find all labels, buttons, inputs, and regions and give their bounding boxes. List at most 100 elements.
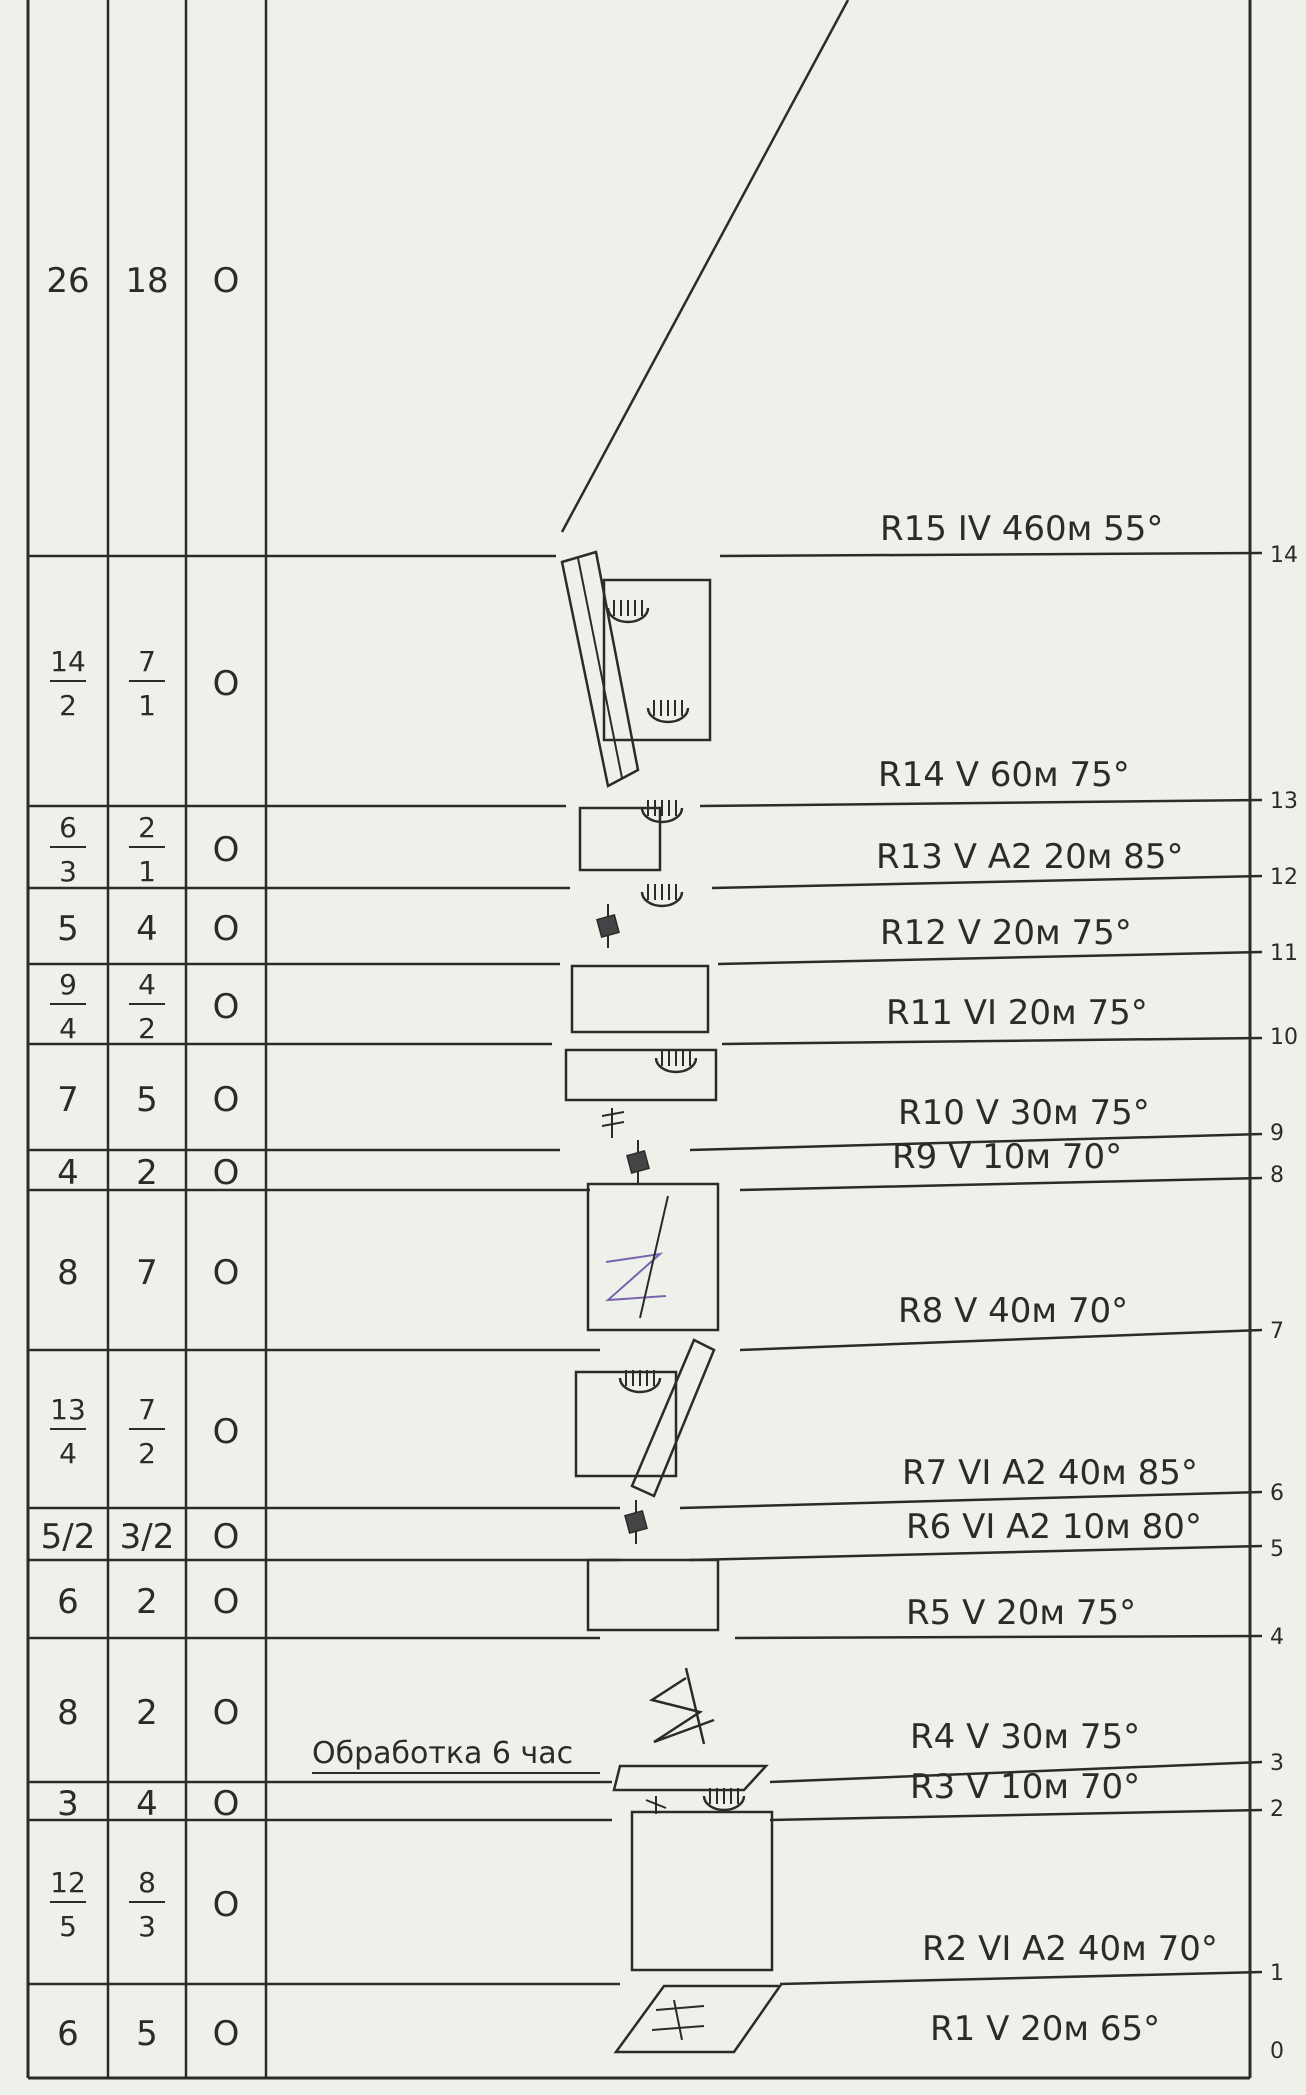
layer-label: R2 VI A2 40м 70°: [922, 1929, 1218, 1969]
table-cell: 8: [57, 1253, 79, 1293]
table-cell: 5: [136, 1080, 158, 1120]
r3-bowl: [702, 1795, 746, 1812]
r15-box: [602, 578, 712, 742]
r1-tick: [651, 2025, 705, 2031]
layer-label: R13 V A2 20м 85°: [876, 837, 1183, 877]
table-cell: 2: [136, 1582, 158, 1622]
boundary-number: 1: [1270, 1961, 1284, 1986]
table-cell: O: [213, 1784, 240, 1824]
cell-numerator: 7: [138, 645, 156, 678]
boundary-number: 3: [1270, 1751, 1284, 1776]
table-cell: 5: [136, 2014, 158, 2054]
cell-numerator: 12: [50, 1866, 86, 1899]
row-boundary-right: [679, 1490, 1263, 1510]
layer-label: R15 IV 460м 55°: [880, 509, 1163, 549]
r8-pencil-zigzag: [605, 1252, 667, 1302]
r15-bowl-bottom: [646, 707, 690, 724]
layer-label: R7 VI A2 40м 85°: [902, 1453, 1198, 1493]
boundary-number: 13: [1270, 789, 1298, 814]
cell-numerator: 2: [138, 811, 156, 844]
layer-boundaries: [28, 551, 1263, 1986]
table-cell: 7: [57, 1080, 79, 1120]
r1-tick: [655, 2005, 705, 2011]
r1-slab: [613, 1984, 783, 2054]
cell-denominator: 3: [59, 855, 77, 888]
cell-numerator: 7: [138, 1393, 156, 1426]
table-cell: 2: [136, 1693, 158, 1733]
table-cell: 18: [125, 261, 168, 301]
cell-numerator: 6: [59, 811, 77, 844]
r8-pencil-slash: [639, 1195, 669, 1319]
cell-numerator: 14: [50, 645, 86, 678]
slant-line: [560, 0, 850, 533]
r15-bowl-top: [606, 607, 650, 624]
boundary-number: 7: [1270, 1319, 1284, 1344]
boundary-number: 0: [1270, 2039, 1284, 2064]
row-boundary-right: [769, 1760, 1263, 1784]
table-cell: O: [213, 1080, 240, 1120]
boundary-number: 14: [1270, 543, 1298, 568]
table-cell: 2: [136, 1153, 158, 1193]
row-boundary-right: [739, 1176, 1263, 1192]
table-cell: 6: [57, 2014, 79, 2054]
row-boundary-right: [711, 874, 1263, 890]
r10-bowl: [654, 1057, 698, 1074]
r7-slab: [630, 1338, 716, 1498]
row-boundary-right: [721, 1036, 1263, 1046]
r8-box: [586, 1182, 720, 1332]
layer-label: R3 V 10м 70°: [910, 1767, 1140, 1807]
layer-labels: R15 IV 460м 55°R14 V 60м 75°R13 V A2 20м…: [876, 509, 1218, 2049]
table-cell: 4: [136, 909, 158, 949]
boundary-number: 12: [1270, 865, 1298, 890]
table-cell: 5/2: [41, 1517, 96, 1557]
table-cell: 5: [57, 909, 79, 949]
r4-zigzag: [648, 1676, 715, 1744]
boundary-number: 8: [1270, 1163, 1284, 1188]
row-boundary-right: [769, 1808, 1263, 1822]
layer-label: R4 V 30м 75°: [910, 1717, 1140, 1757]
r11-box: [570, 964, 710, 1034]
table-cell: 7: [136, 1253, 158, 1293]
r10-tick: [601, 1111, 625, 1117]
table-cell: O: [213, 1582, 240, 1622]
row-boundary-right: [699, 798, 1263, 808]
cell-denominator: 3: [138, 1910, 156, 1943]
cell-denominator: 2: [138, 1437, 156, 1470]
table-cell: 4: [57, 1153, 79, 1193]
layer-label: R11 VI 20м 75°: [886, 993, 1148, 1033]
r13-bowl: [640, 891, 684, 908]
boundary-number: 10: [1270, 1025, 1298, 1050]
table-cell: 3: [57, 1784, 79, 1824]
cell-denominator: 1: [138, 855, 156, 888]
row-boundary-right: [779, 1970, 1263, 1986]
row-boundary-right: [719, 551, 1263, 558]
cell-numerator: 13: [50, 1393, 86, 1426]
boundary-number: 11: [1270, 941, 1298, 966]
cell-denominator: 4: [59, 1012, 77, 1045]
table-cell: 4: [136, 1784, 158, 1824]
r6-block: [624, 1510, 648, 1534]
table-cell: O: [213, 1693, 240, 1733]
layer-label: R5 V 20м 75°: [906, 1593, 1136, 1633]
r1-stem: [673, 1999, 683, 2041]
table-cell: O: [213, 664, 240, 704]
boundary-number: 4: [1270, 1625, 1284, 1650]
table-cell: 3/2: [120, 1517, 175, 1557]
cell-denominator: 4: [59, 1437, 77, 1470]
table-cell: O: [213, 1153, 240, 1193]
cell-denominator: 2: [59, 689, 77, 722]
cell-denominator: 2: [138, 1012, 156, 1045]
table-cell: O: [213, 1517, 240, 1557]
table-cell: O: [213, 987, 240, 1027]
layer-label: R12 V 20м 75°: [880, 913, 1132, 953]
r7-bowl: [618, 1377, 662, 1394]
processing-note: Обработка 6 час: [312, 1736, 573, 1771]
r15-slab: [560, 550, 640, 788]
layer-label: R9 V 10м 70°: [892, 1137, 1122, 1177]
row-boundary-right: [689, 1132, 1263, 1152]
layer-label: R6 VI A2 10м 80°: [906, 1507, 1202, 1547]
table-cell: O: [213, 1885, 240, 1925]
r10-tick: [601, 1121, 625, 1127]
